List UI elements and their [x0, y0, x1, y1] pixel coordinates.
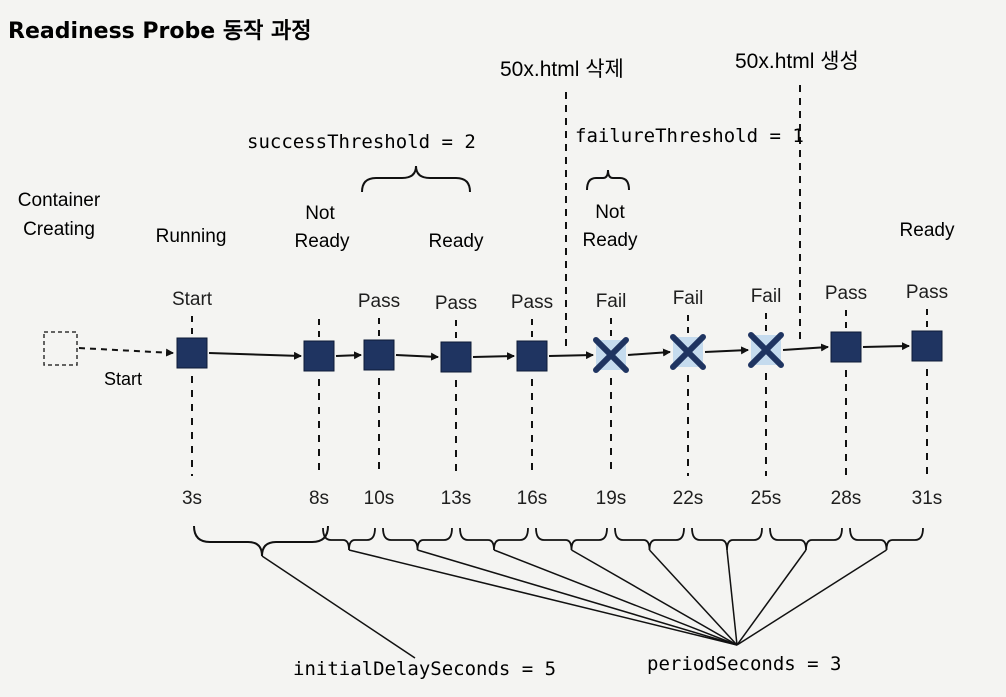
- period-connector: [417, 549, 738, 646]
- ready-1-label: Ready: [429, 231, 484, 252]
- probe-result-label: Fail: [751, 286, 782, 307]
- container-creating-line1: Container: [18, 190, 101, 211]
- probe-box: [516, 340, 548, 372]
- probe-time-label: 19s: [596, 488, 627, 509]
- period-connector: [493, 549, 738, 646]
- probe-result-label: Start: [172, 289, 213, 310]
- timeline-arrow: [208, 351, 302, 360]
- failure-threshold-label: failureThreshold = 1: [575, 125, 804, 147]
- probe-time-label: 25s: [751, 488, 782, 509]
- period-connector: [736, 549, 887, 646]
- probe-time-label: 28s: [831, 488, 862, 509]
- period-connector: [736, 549, 807, 646]
- timeline-arrow: [395, 352, 439, 361]
- not-ready-1-line2: Ready: [295, 231, 350, 252]
- probe-result-label: Pass: [906, 282, 948, 303]
- period-braces: [322, 527, 924, 551]
- create-event-label: 50x.html 생성: [735, 50, 859, 73]
- probe-box: [440, 341, 472, 373]
- timeline-arrow: [548, 351, 594, 360]
- period-connector: [726, 549, 738, 646]
- probe-result-label: Pass: [435, 293, 477, 314]
- period-brace: [614, 527, 685, 551]
- probe-box: [830, 331, 862, 363]
- period-label: periodSeconds = 3: [647, 653, 841, 675]
- not-ready-2-line2: Ready: [583, 230, 638, 251]
- period-brace: [322, 527, 376, 551]
- timeline-arrow: [704, 346, 749, 355]
- failure-threshold-brace: [586, 169, 630, 191]
- success-threshold-brace: [361, 165, 471, 193]
- probe-box: [176, 337, 208, 369]
- probe-box: [303, 340, 335, 372]
- success-threshold-label: successThreshold = 2: [247, 131, 476, 153]
- period-brace: [769, 527, 843, 551]
- probe-time-label: 22s: [673, 488, 704, 509]
- period-brace: [849, 527, 924, 551]
- probe-result-label: Fail: [596, 291, 627, 312]
- period-connector: [348, 549, 738, 646]
- fail-x-icon: [670, 334, 706, 370]
- delete-event-label: 50x.html 삭제: [500, 58, 624, 81]
- not-ready-1-line1: Not: [305, 203, 335, 224]
- timeline-arrow: [862, 342, 910, 351]
- period-brace: [535, 527, 608, 551]
- period-brace: [382, 527, 453, 551]
- probe-result-label: Pass: [825, 283, 867, 304]
- probe-timeline: Start 3s 8s Pass 10s Pass 13s Pass 16s Fail 19s Fai…: [172, 282, 948, 509]
- probe-time-label: 13s: [441, 488, 472, 509]
- period-brace: [459, 527, 529, 551]
- timeline-arrow: [335, 351, 362, 360]
- period-connector: [571, 549, 738, 646]
- period-brace: [691, 527, 763, 551]
- start-arrow-label: Start: [104, 369, 142, 389]
- probe-result-label: Fail: [673, 288, 704, 309]
- fail-x-icon: [748, 332, 784, 368]
- running-label: Running: [156, 226, 227, 247]
- timeline-arrow: [782, 343, 829, 352]
- period-connectors: [348, 549, 887, 646]
- initial-delay-label: initialDelaySeconds = 5: [293, 658, 556, 680]
- container-creating-line2: Creating: [23, 219, 95, 240]
- period-connector: [648, 549, 738, 646]
- probe-time-label: 10s: [364, 488, 395, 509]
- probe-time-label: 16s: [517, 488, 548, 509]
- probe-time-label: 31s: [912, 488, 943, 509]
- diagram-title: Readiness Probe 동작 과정: [8, 19, 311, 44]
- timeline-arrow: [472, 352, 515, 361]
- initial-delay-connector: [261, 555, 416, 659]
- probe-time-label: 3s: [182, 488, 202, 509]
- probe-result-label: Pass: [511, 292, 553, 313]
- not-ready-2-line1: Not: [595, 202, 625, 223]
- probe-box: [363, 339, 395, 371]
- initial-delay-brace: [193, 525, 329, 557]
- start-arrow: [78, 347, 174, 357]
- probe-box: [911, 330, 943, 362]
- timeline-arrow: [627, 348, 671, 357]
- container-placeholder-box: [43, 331, 78, 366]
- probe-time-label: 8s: [309, 488, 329, 509]
- ready-2-label: Ready: [900, 220, 955, 241]
- fail-x-icon: [593, 337, 629, 373]
- probe-result-label: Pass: [358, 291, 400, 312]
